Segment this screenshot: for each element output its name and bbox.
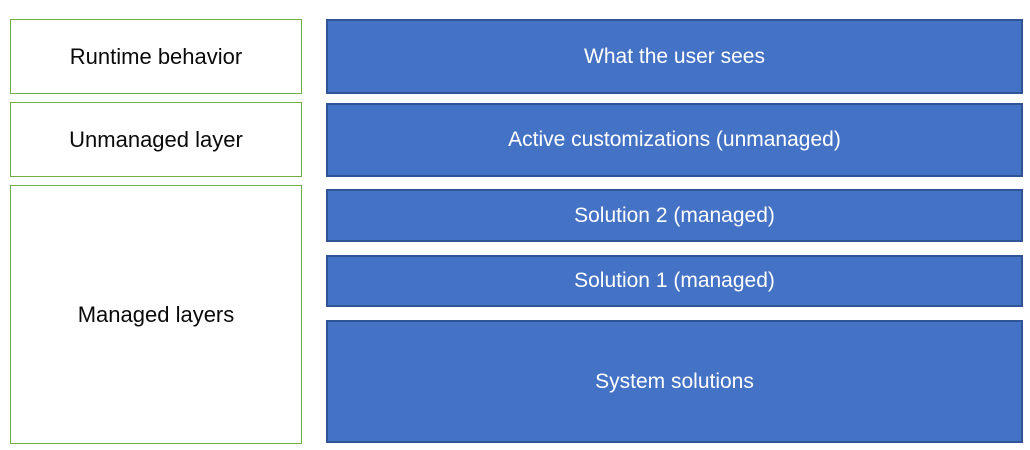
unmanaged-layer-label: Unmanaged layer [69,126,243,152]
layer-box-active-customizations: Active customizations (unmanaged) [326,103,1023,177]
layer-box-solution-2: Solution 2 (managed) [326,189,1023,242]
managed-layers-label: Managed layers [77,301,235,327]
what-the-user-sees-label: What the user sees [584,44,765,68]
layer-box-what-the-user-sees: What the user sees [326,19,1023,94]
layer-box-system-solutions: System solutions [326,320,1023,443]
solution-2-label: Solution 2 (managed) [574,203,775,227]
system-solutions-label: System solutions [595,369,754,393]
label-box-runtime-behavior: Runtime behavior [10,19,302,94]
label-box-managed-layers: Managed layers [10,185,302,444]
solution-1-label: Solution 1 (managed) [574,269,775,292]
layer-box-solution-1: Solution 1 (managed) [326,255,1023,307]
label-box-unmanaged-layer: Unmanaged layer [10,102,302,177]
active-customizations-label: Active customizations (unmanaged) [508,128,841,151]
runtime-behavior-label: Runtime behavior [69,43,243,69]
